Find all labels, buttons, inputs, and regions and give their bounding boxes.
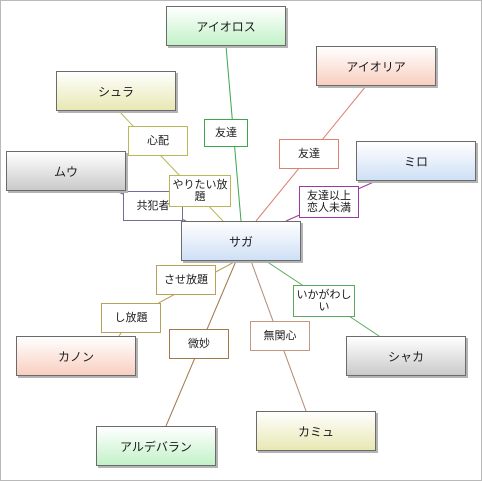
node-milo[interactable]: ミロ: [356, 141, 476, 181]
node-aiolos[interactable]: アイオロス: [166, 6, 286, 46]
edge-label-kanon-from-saga[interactable]: させ放題: [156, 265, 216, 295]
node-kanon[interactable]: カノン: [16, 336, 136, 376]
edge-label-shura-reverse[interactable]: やりたい放題: [169, 175, 231, 207]
edge-label-shaka[interactable]: いかがわしい: [293, 285, 355, 317]
edge-label-kanon-to-saga[interactable]: し放題: [101, 303, 161, 333]
edge-label-aiolos[interactable]: 友達: [204, 119, 248, 147]
node-aioria[interactable]: アイオリア: [316, 46, 436, 86]
edge-label-milo[interactable]: 友達以上恋人未満: [299, 186, 359, 218]
edge-label-camus[interactable]: 無関心: [250, 321, 310, 351]
edge-label-shura[interactable]: 心配: [128, 126, 188, 156]
edge-label-aioria[interactable]: 友達: [279, 139, 339, 169]
node-mu[interactable]: ムウ: [6, 151, 126, 191]
node-saga[interactable]: サガ: [181, 221, 301, 261]
node-shura[interactable]: シュラ: [56, 71, 176, 111]
edge-label-aldebaran[interactable]: 微妙: [169, 329, 229, 359]
node-camus[interactable]: カミュ: [256, 411, 376, 451]
node-aldebaran[interactable]: アルデバラン: [96, 426, 216, 466]
node-shaka[interactable]: シャカ: [346, 336, 466, 376]
